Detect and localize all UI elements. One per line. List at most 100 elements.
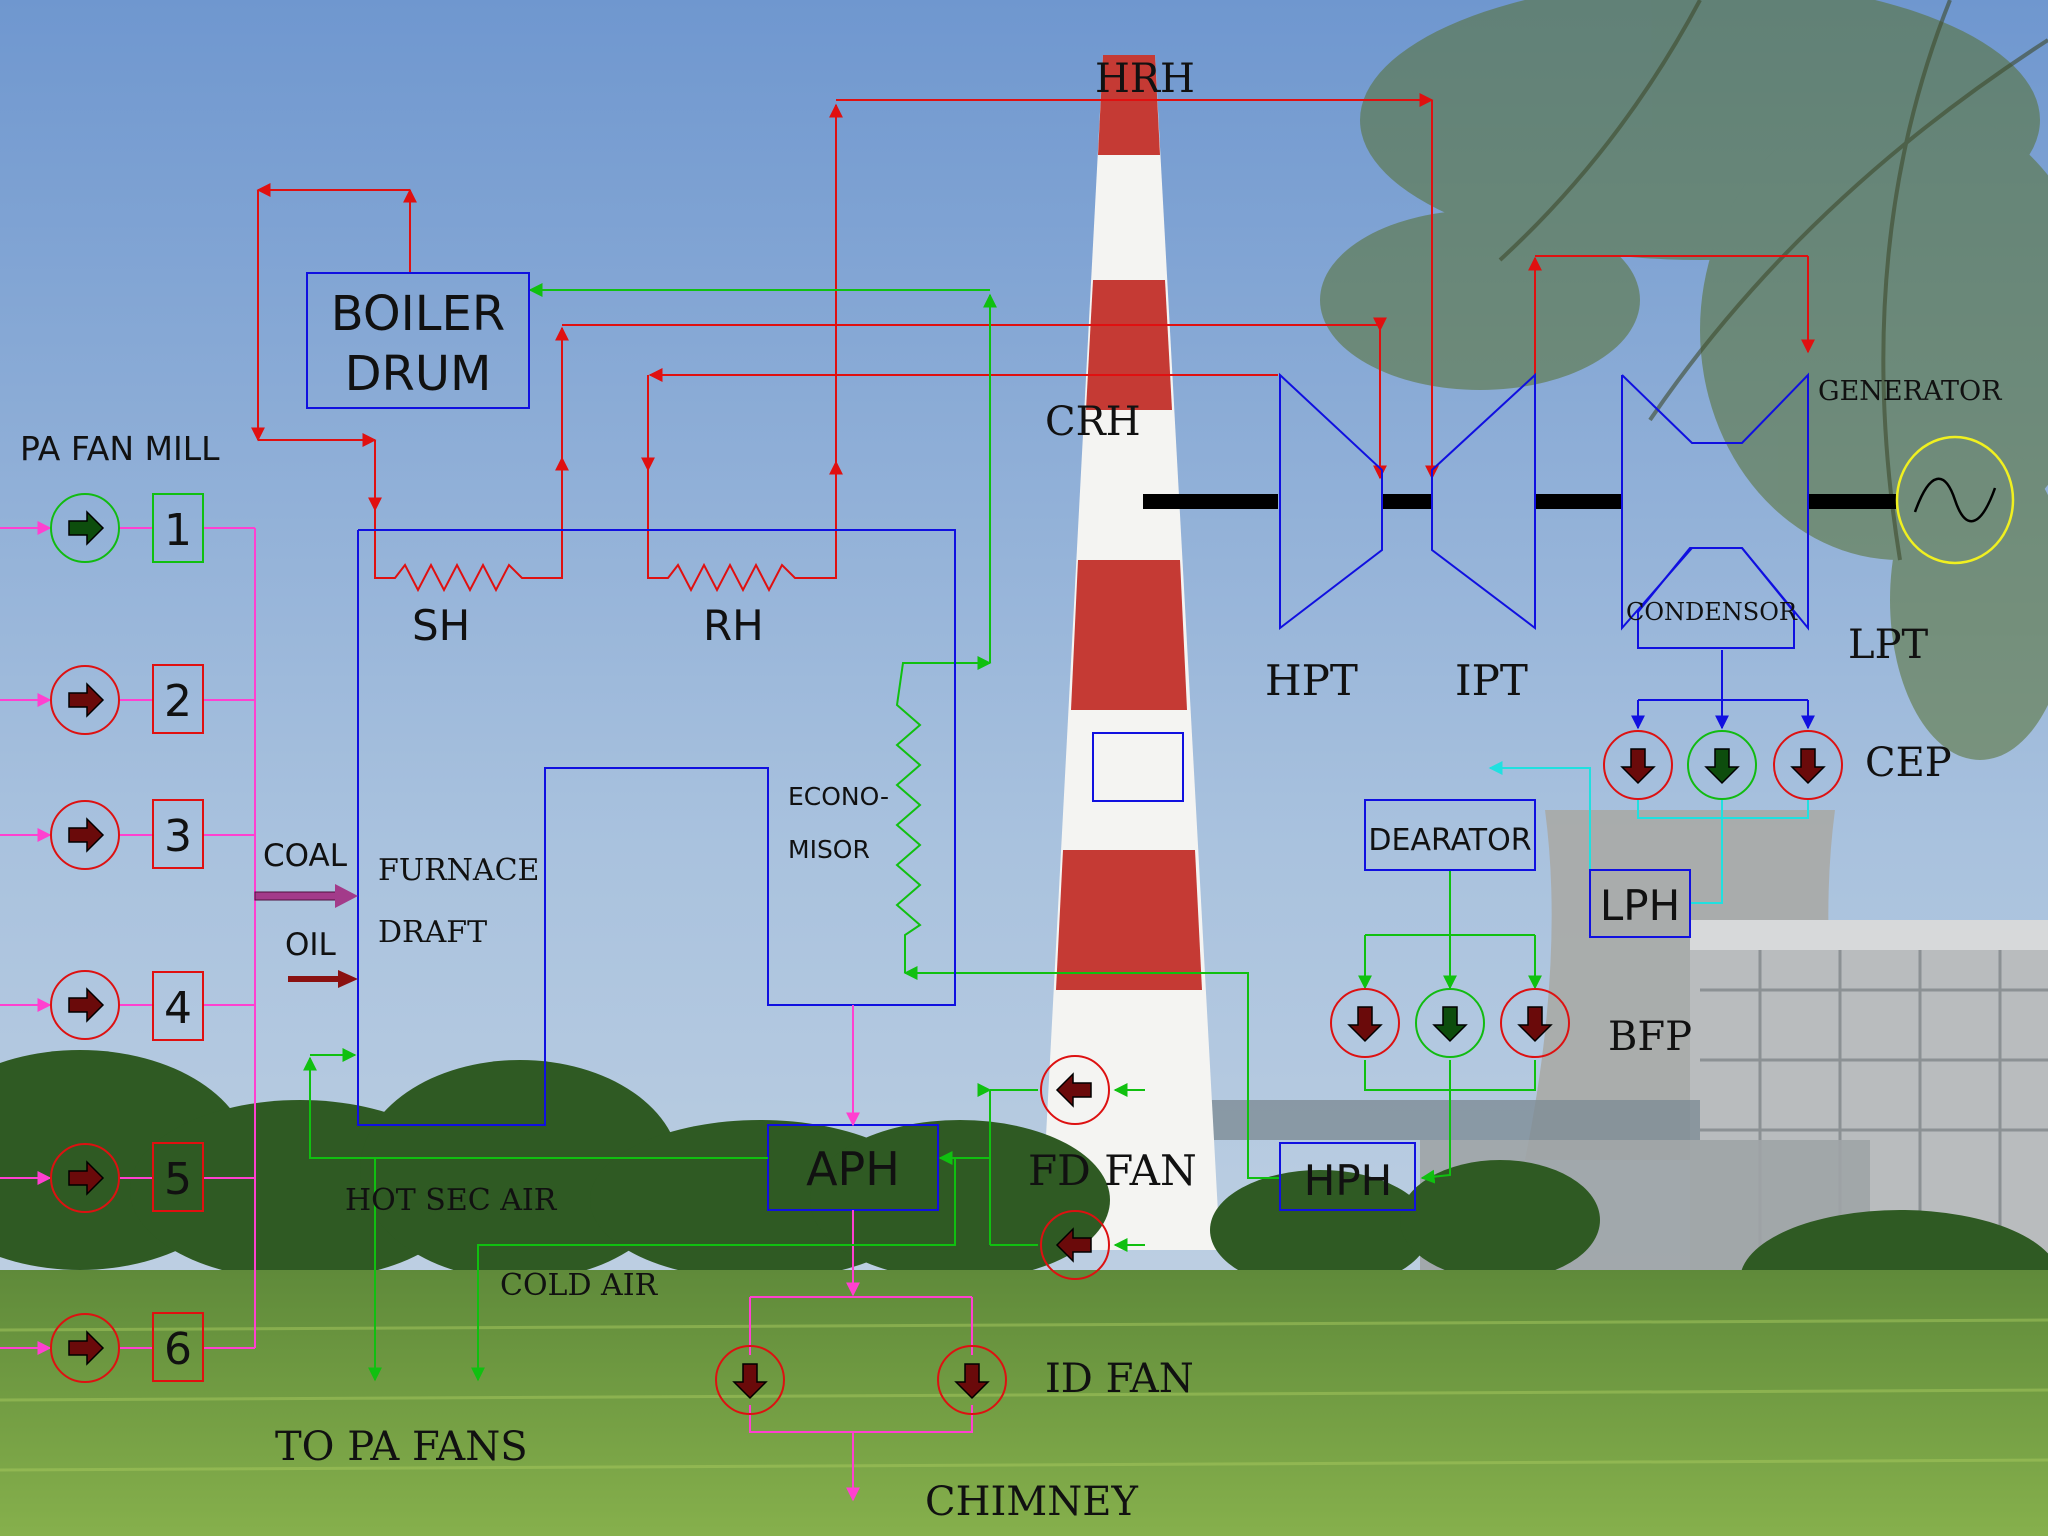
sh-label: SH bbox=[412, 601, 470, 650]
pa-fan-1 bbox=[50, 493, 120, 563]
cep-label: CEP bbox=[1865, 740, 1952, 786]
arrow-down-icon bbox=[1790, 748, 1826, 785]
air-circuit bbox=[303, 1048, 1145, 1382]
feedwater-circuit bbox=[528, 283, 1542, 1184]
bfp-pump-2 bbox=[1415, 988, 1485, 1058]
bfp-pumps bbox=[1330, 988, 1570, 1058]
furnace-label: FURNACE bbox=[378, 853, 539, 888]
arrow-right-icon bbox=[68, 682, 105, 718]
flue-gas-path bbox=[749, 1005, 973, 1502]
boiler-drum-box bbox=[306, 272, 530, 409]
chimney-tower bbox=[1040, 55, 1220, 1250]
mill-box-4 bbox=[152, 971, 204, 1041]
dearator-box bbox=[1364, 799, 1536, 871]
lph-box bbox=[1589, 869, 1691, 938]
economiser-label-2: MISOR bbox=[788, 835, 870, 864]
arrow-left-icon bbox=[1055, 1072, 1092, 1108]
generator bbox=[1895, 435, 2015, 565]
lpt-label: LPT bbox=[1848, 622, 1928, 668]
arrow-down-icon bbox=[1347, 1006, 1383, 1043]
shaft-hp-ip bbox=[1382, 494, 1432, 509]
aph-label: APH bbox=[806, 1142, 900, 1196]
bfp-pump-3 bbox=[1500, 988, 1570, 1058]
arrow-right-icon bbox=[68, 817, 105, 853]
bfp-pump-1 bbox=[1330, 988, 1400, 1058]
boiler-drum-label-2: DRUM bbox=[345, 346, 492, 402]
arrow-left-icon bbox=[1055, 1227, 1092, 1263]
reheater-coil bbox=[647, 460, 837, 593]
economiser-label-1: ECONO- bbox=[788, 782, 889, 811]
oil-arrow bbox=[288, 970, 358, 988]
ip-turbine bbox=[1431, 372, 1536, 631]
condensor-label: CONDENSOR bbox=[1626, 598, 1798, 626]
fd-fan-1 bbox=[1040, 1055, 1110, 1125]
mill-box-3 bbox=[152, 799, 204, 869]
pa-fan-6 bbox=[50, 1313, 120, 1383]
pa-fan-mill-label: PA FAN MILL bbox=[20, 429, 220, 468]
lph-label: LPH bbox=[1600, 881, 1680, 930]
coal-label: COAL bbox=[263, 838, 348, 874]
crop-field bbox=[0, 1270, 2048, 1536]
furnace-outline bbox=[357, 529, 956, 1126]
pa-fan-2 bbox=[50, 665, 120, 735]
cep-pumps bbox=[1603, 730, 1843, 800]
arrow-down-icon bbox=[1620, 748, 1656, 785]
superheater-coil bbox=[374, 458, 563, 593]
mill-numbers: 1 2 3 4 5 6 bbox=[164, 505, 192, 1375]
arrow-down-icon bbox=[1517, 1006, 1553, 1043]
mill-box-1 bbox=[152, 493, 204, 563]
pa-fan-3 bbox=[50, 800, 120, 870]
mill-box-6 bbox=[152, 1312, 204, 1382]
dearator-label: DEARATOR bbox=[1368, 823, 1531, 858]
chimney-label: CHIMNEY bbox=[925, 1479, 1138, 1525]
mill-box-2 bbox=[152, 664, 204, 734]
cep-pump-1 bbox=[1603, 730, 1673, 800]
to-pa-fans-label: TO PA FANS bbox=[275, 1424, 528, 1470]
cep-pump-2 bbox=[1687, 730, 1757, 800]
turbine-set bbox=[1143, 372, 1896, 649]
id-fan-1 bbox=[715, 1345, 785, 1415]
crh-label: CRH bbox=[1045, 399, 1141, 445]
coal-mill-system bbox=[0, 521, 256, 1355]
fd-fans bbox=[1040, 1055, 1110, 1280]
arrow-right-icon bbox=[68, 1160, 105, 1196]
lp-turbine bbox=[1621, 372, 1809, 631]
labels: BOILER DRUM PA FAN MILL SH RH HRH CRH HP… bbox=[20, 56, 2002, 1525]
shaft-left bbox=[1143, 494, 1278, 509]
mill-number-2: 2 bbox=[164, 676, 192, 727]
ipt-label: IPT bbox=[1455, 656, 1528, 705]
hpt-label: HPT bbox=[1265, 656, 1358, 705]
dearator-vent bbox=[1092, 732, 1184, 802]
hph-box bbox=[1279, 1142, 1416, 1211]
draft-label: DRAFT bbox=[378, 915, 487, 950]
mill-box-5 bbox=[152, 1142, 204, 1212]
mill-number-6: 6 bbox=[164, 1324, 192, 1375]
mill-number-4: 4 bbox=[164, 983, 192, 1034]
arrow-right-icon bbox=[68, 510, 105, 546]
hp-turbine bbox=[1279, 372, 1383, 631]
steam-circuit bbox=[251, 93, 1815, 593]
tree-foliage bbox=[1320, 0, 2048, 760]
id-fans bbox=[715, 1345, 1007, 1415]
mill-number-5: 5 bbox=[164, 1154, 192, 1205]
pa-fan-5 bbox=[50, 1143, 120, 1213]
mill-number-3: 3 bbox=[164, 811, 192, 862]
cep-pump-3 bbox=[1773, 730, 1843, 800]
bfp-label: BFP bbox=[1608, 1014, 1692, 1060]
id-fan-label: ID FAN bbox=[1045, 1356, 1194, 1402]
arrow-right-icon bbox=[68, 987, 105, 1023]
pa-fan-4 bbox=[50, 970, 120, 1040]
hot-sec-air-label: HOT SEC AIR bbox=[345, 1183, 558, 1218]
condenser-shell bbox=[1637, 547, 1795, 649]
arrow-down-icon bbox=[732, 1363, 768, 1400]
cold-air-label: COLD AIR bbox=[500, 1268, 659, 1303]
boiler-drum-label-1: BOILER bbox=[331, 286, 505, 342]
rh-label: RH bbox=[703, 601, 764, 650]
shaft-ip-lp bbox=[1535, 494, 1623, 509]
arrow-down-icon bbox=[1432, 1006, 1468, 1043]
hrh-label: HRH bbox=[1095, 56, 1195, 102]
coal-arrow bbox=[254, 884, 358, 908]
